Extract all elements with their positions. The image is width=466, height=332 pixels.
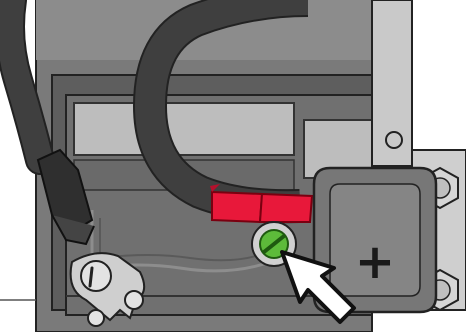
label-panel-left — [74, 103, 294, 155]
red-sleeve — [212, 192, 262, 222]
positive-terminal-label: + — [355, 234, 395, 290]
